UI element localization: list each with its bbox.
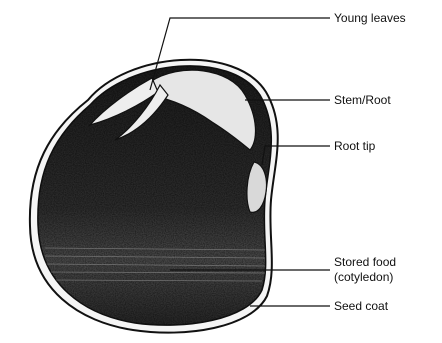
label-stem-root: Stem/Root <box>334 93 391 107</box>
label-young-leaves: Young leaves <box>334 11 406 25</box>
label-cotyledon: (cotyledon) <box>334 270 393 284</box>
label-stored-food: Stored food <box>334 255 396 269</box>
label-root-tip: Root tip <box>334 139 376 153</box>
label-seed-coat: Seed coat <box>334 299 389 313</box>
